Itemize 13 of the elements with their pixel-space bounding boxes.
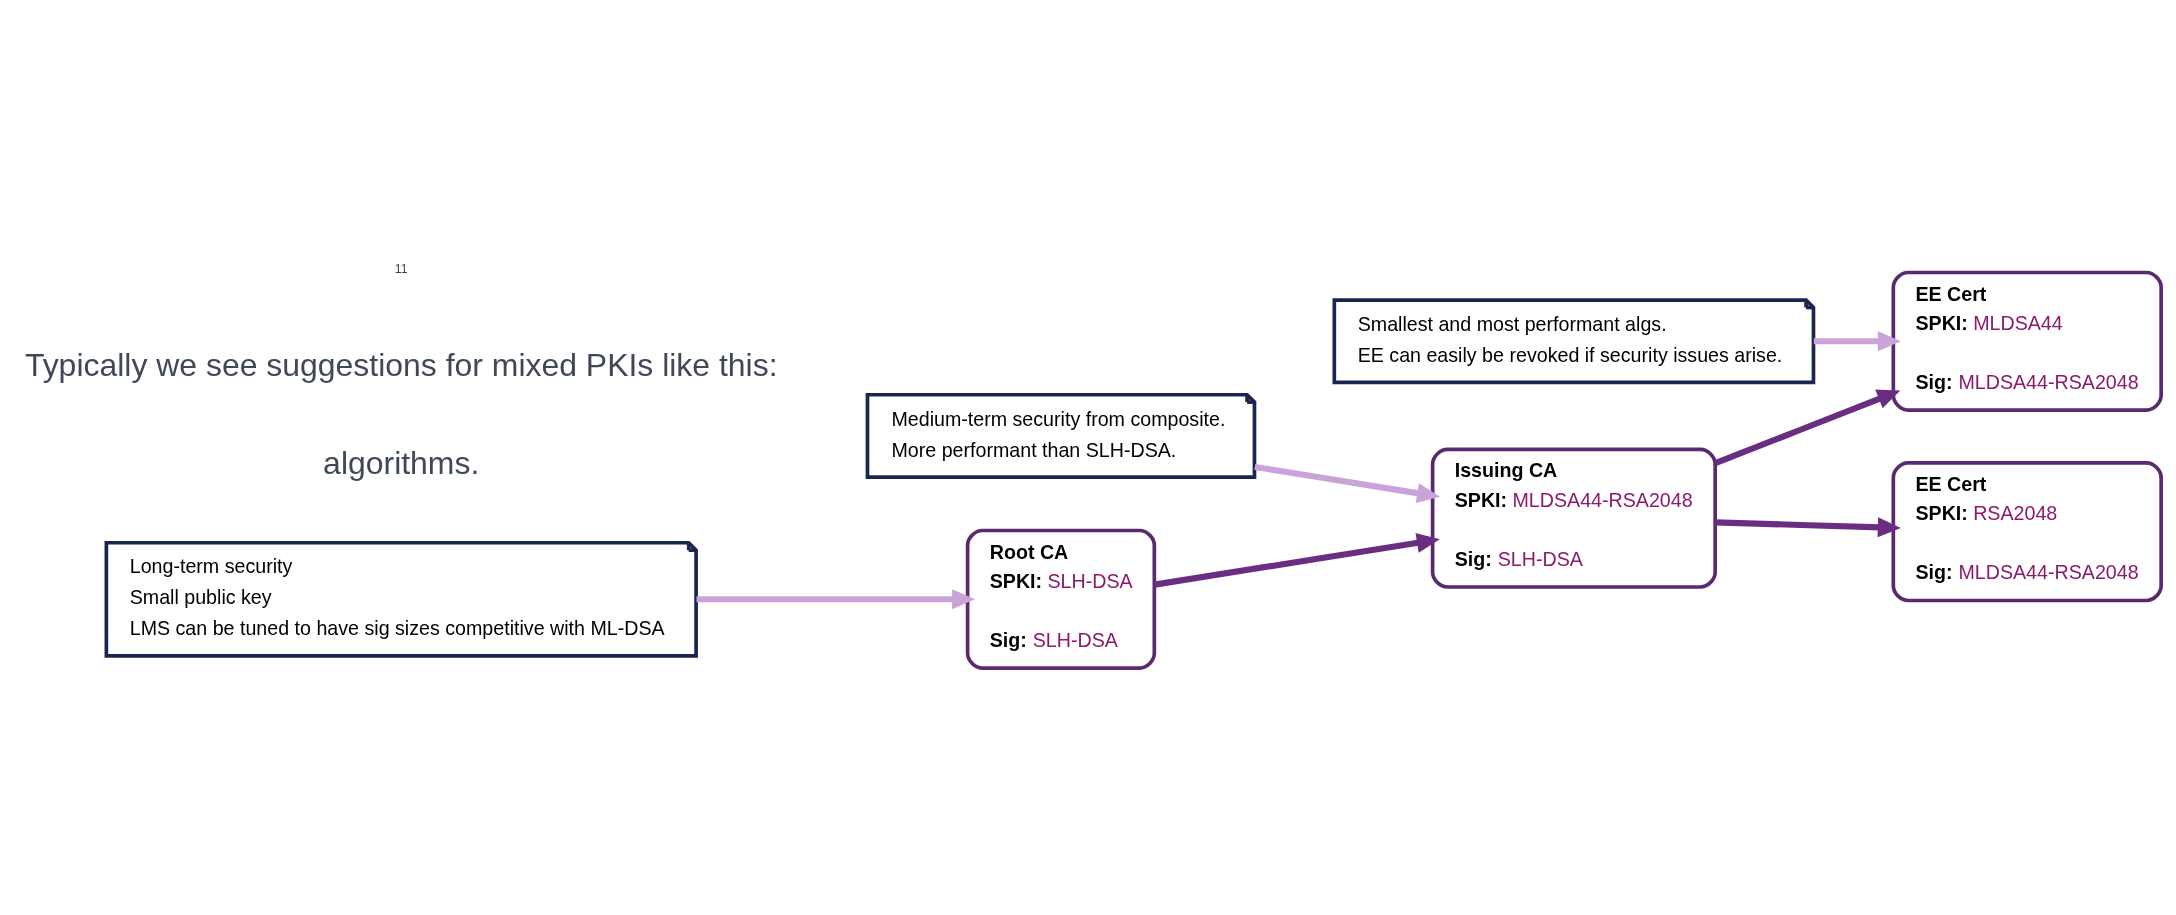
- arrow: [1714, 389, 1901, 466]
- arrow: [1254, 463, 1441, 503]
- arrow: [1154, 532, 1440, 588]
- arrow: [1813, 330, 1901, 351]
- label: algorithms.: [323, 444, 480, 481]
- node-box: Root CA SPKI: SLH-DSA Sig: SLH-DSA: [965, 528, 1157, 670]
- arrow: [696, 588, 976, 609]
- arrow: [1715, 516, 1901, 537]
- node-box: EE Cert SPKI: MLDSA44 Sig: MLDSA44-RSA2048: [1891, 270, 2163, 412]
- node-box: EE Cert SPKI: RSA2048 Sig: MLDSA44-RSA2048: [1891, 460, 2163, 602]
- label: Typically we see suggestions for mixed PKIs like this:: [24, 346, 778, 383]
- label: 11: [394, 261, 408, 276]
- node-box: Issuing CA SPKI: MLDSA44-RSA2048 Sig: SLH-DSA: [1430, 447, 1718, 589]
